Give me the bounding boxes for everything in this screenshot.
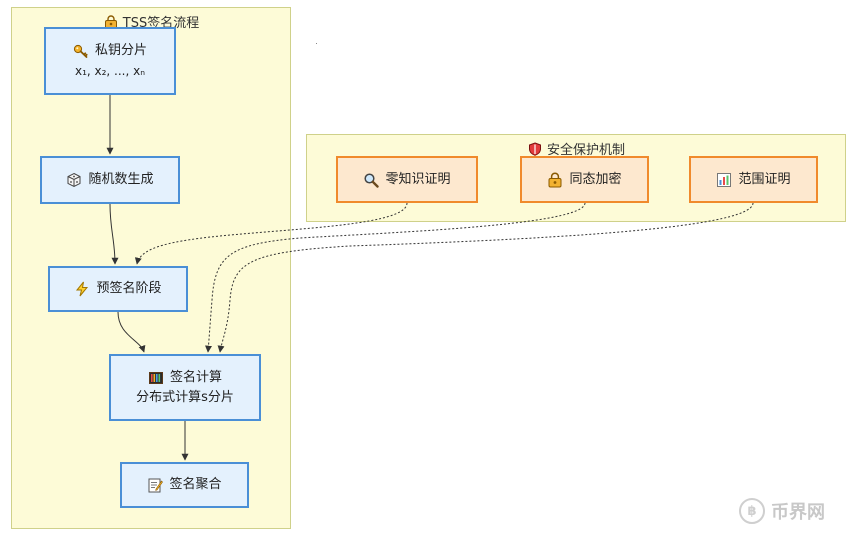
- shield-icon: [527, 141, 543, 157]
- stray-dot: [316, 43, 317, 44]
- zero-knowledge-proof-label: 零知识证明: [385, 171, 451, 187]
- homomorphic-encryption-label: 同态加密: [569, 171, 622, 187]
- signature-compute-sub: 分布式计算s分片: [136, 389, 234, 405]
- coin-logo-icon: ฿: [739, 498, 765, 524]
- range-proof-node: 范围证明: [689, 156, 818, 203]
- lightning-icon: [74, 281, 90, 297]
- edge-range-to-compute: [217, 202, 754, 353]
- watermark: ฿ 币界网: [739, 498, 825, 524]
- signature-aggregate-label: 签名聚合: [169, 477, 222, 492]
- security-cluster-title: 安全保护机制: [546, 143, 625, 158]
- presign-phase-label: 预签名阶段: [96, 281, 162, 296]
- homomorphic-encryption-node: 同态加密: [520, 156, 649, 203]
- edge-he-to-compute: [205, 202, 586, 353]
- edge-zkp-to-presign: [134, 202, 408, 265]
- watermark-text: 币界网: [771, 502, 825, 523]
- zero-knowledge-proof-node: 零知识证明: [336, 156, 478, 203]
- lock-key-icon: [547, 172, 563, 188]
- presign-phase-node: 预签名阶段: [48, 266, 188, 312]
- abacus-icon: [148, 370, 164, 386]
- bar-chart-icon: [716, 172, 732, 188]
- signature-compute-label: 签名计算: [169, 369, 222, 385]
- security-cluster-title-row: 安全保护机制: [307, 139, 845, 158]
- key-icon: [73, 43, 89, 59]
- edge-random-to-presign: [109, 203, 119, 265]
- lock-key-icon: [103, 14, 119, 30]
- signature-aggregate-node: 签名聚合: [120, 462, 249, 508]
- random-number-label: 随机数生成: [88, 172, 154, 187]
- range-proof-label: 范围证明: [738, 171, 791, 187]
- random-number-node: 随机数生成: [40, 156, 180, 204]
- private-key-shard-node: 私钥分片 x₁, x₂, ..., xₙ: [44, 27, 176, 95]
- private-key-shard-label: 私钥分片: [94, 43, 147, 58]
- edge-presign-to-compute: [117, 311, 146, 353]
- signature-compute-node: 签名计算 分布式计算s分片: [109, 354, 261, 421]
- private-key-shard-sub: x₁, x₂, ..., xₙ: [74, 64, 146, 78]
- memo-icon: [147, 477, 164, 493]
- dice-icon: [66, 172, 82, 188]
- magnifier-icon: [363, 172, 380, 188]
